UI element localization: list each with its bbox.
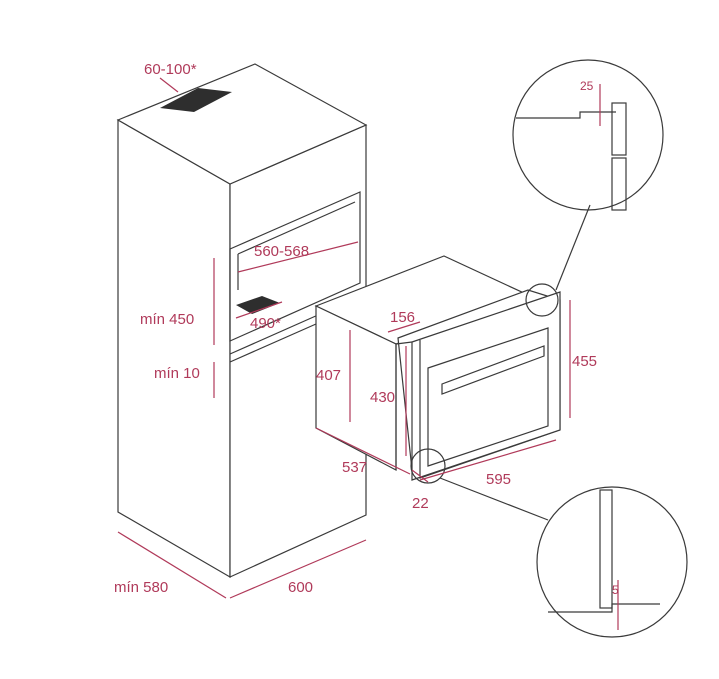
oven-front-edge [395,341,413,345]
label-cab-width: 600 [288,579,313,596]
label-oven-depth: 537 [342,459,367,476]
detail-top-leader [555,204,591,291]
label-oven-156: 156 [390,309,415,326]
cab-width-line [229,539,367,599]
cab-depth-line [117,531,227,599]
label-gap-bottom: mín 10 [154,365,200,382]
detail-bottom-profile [548,603,660,613]
detail-bottom-marker [410,448,446,484]
detail-top-marker [525,283,559,317]
detail-top [512,59,664,317]
niche-back-top [237,201,356,255]
label-niche-height: mín 450 [140,311,194,328]
label-oven-width: 595 [486,471,511,488]
oven [314,255,561,481]
niche-shelf-line [229,314,319,355]
label-detail-top: 25 [580,79,594,93]
detail-bottom [410,448,688,638]
mid-vent-opening [236,296,280,314]
detail-bottom-circle [536,486,688,638]
label-detail-bottom: 5 [612,583,619,597]
oven-front-panel [411,291,561,481]
detail-top-panel-lower [611,157,627,211]
niche-opening [229,191,361,342]
vent-top-leader [159,77,179,93]
label-cab-depth: mín 580 [114,579,168,596]
detail-top-circle [512,59,664,211]
cabinet-top-face [116,63,368,185]
label-niche-width: 560-568 [254,243,309,260]
detail-bottom-leader [439,477,549,521]
label-oven-407: 407 [316,367,341,384]
oven-depth-line [315,427,411,475]
oven-22-line [411,469,429,483]
dimension-labels: 60-100* 560-568 mín 450 490* mín 10 156 … [114,61,619,597]
niche-shelf-line-2 [229,323,317,363]
oven-156-line [387,321,421,333]
cabinet-left-face [117,118,231,579]
top-vent-opening [160,88,232,112]
cabinet [116,63,368,579]
mid-vent-line [235,301,283,319]
oven-door [427,327,549,467]
dimension-lines [117,77,571,599]
detail-bottom-panel [599,489,613,609]
label-mid-vent: 490* [250,315,281,332]
label-oven-22: 22 [412,495,429,512]
label-vent-top: 60-100* [144,61,197,78]
detail-top-panel-upper [611,102,627,156]
oven-handle [441,345,545,395]
niche-width-line [237,241,359,273]
oven-width-line [419,439,557,481]
label-oven-430: 430 [370,389,395,406]
label-oven-455: 455 [572,353,597,370]
detail-top-profile [516,111,616,119]
